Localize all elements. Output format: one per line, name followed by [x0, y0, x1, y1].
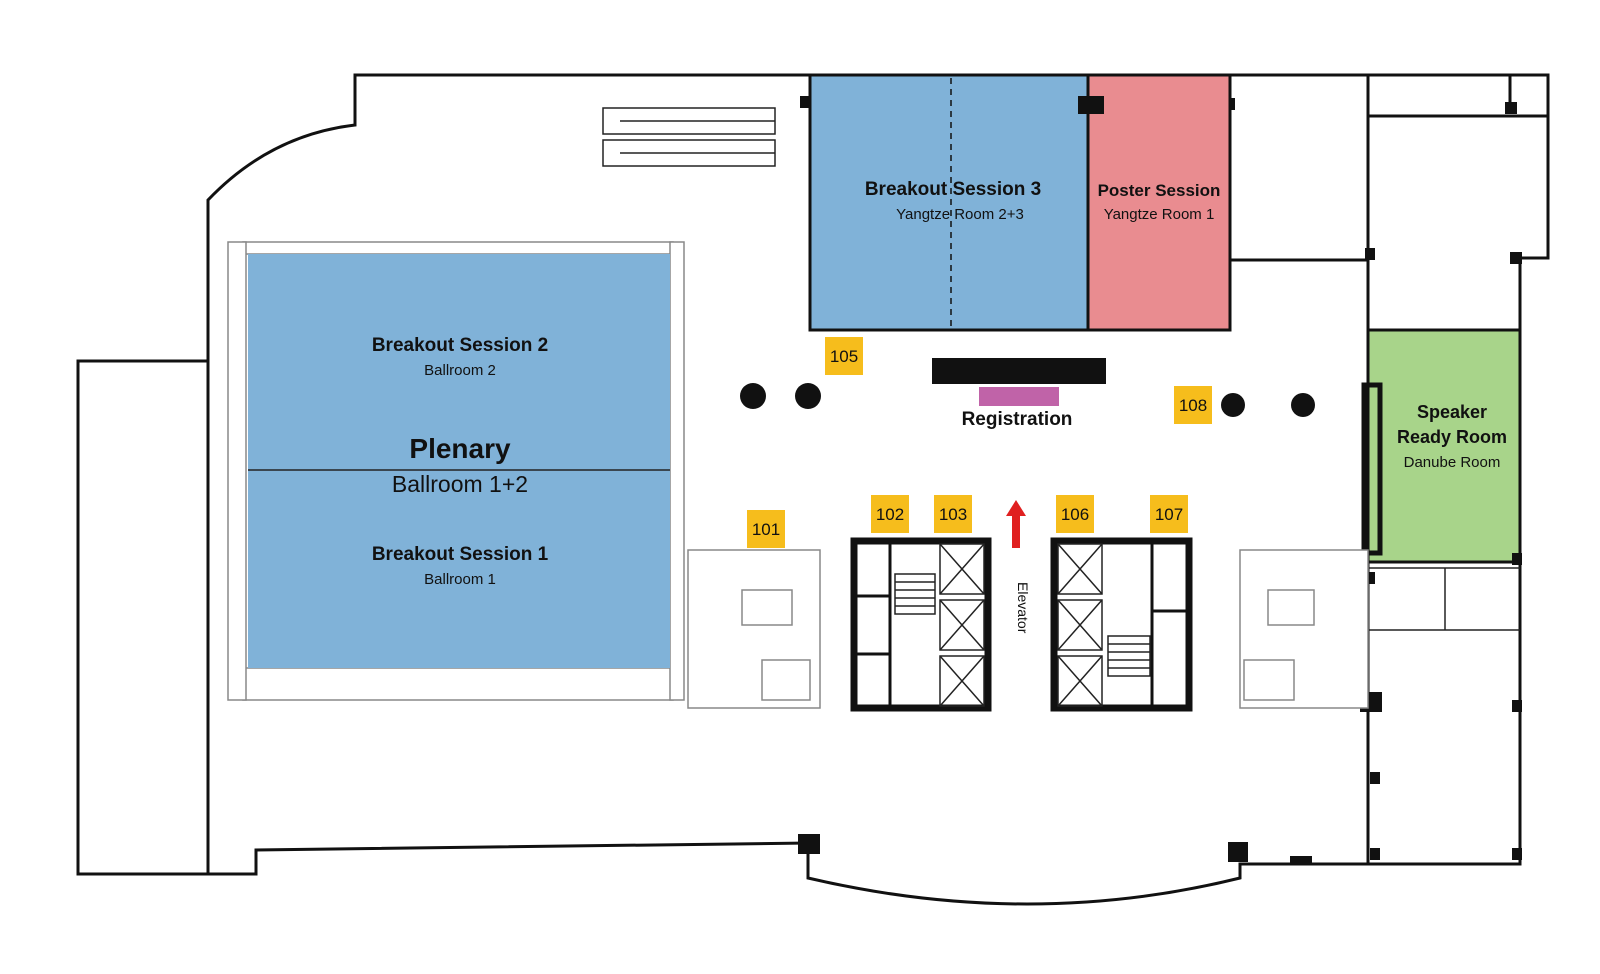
poster-session-title: Poster Session	[1098, 181, 1221, 200]
breakout-session-2-title: Breakout Session 2	[372, 335, 548, 356]
tag-107: 107	[1150, 495, 1188, 533]
breakout-session-2-room[interactable]	[248, 254, 670, 470]
yangtze-walls	[808, 73, 1232, 332]
svg-text:103: 103	[939, 505, 967, 524]
elevator-arrow-icon	[1006, 500, 1026, 548]
svg-text:108: 108	[1179, 396, 1207, 415]
svg-text:105: 105	[830, 347, 858, 366]
registration-label: Registration	[962, 409, 1073, 430]
tag-102: 102	[871, 495, 909, 533]
breakout-session-1-sub: Ballroom 1	[424, 571, 496, 588]
tag-105: 105	[825, 337, 863, 375]
svg-text:102: 102	[876, 505, 904, 524]
speaker-room-sub: Danube Room	[1404, 454, 1501, 471]
speaker-room-title-line1: Speaker	[1417, 402, 1487, 422]
registration-desk[interactable]	[932, 358, 1106, 406]
tag-106: 106	[1056, 495, 1094, 533]
tag-101: 101	[747, 510, 785, 548]
elevator-core-right	[1050, 537, 1193, 712]
breakout-session-3-sub: Yangtze Room 2+3	[896, 206, 1024, 223]
breakout-session-2-sub: Ballroom 2	[424, 362, 496, 379]
ballroom-block	[227, 241, 685, 701]
columns	[740, 383, 1315, 417]
poster-session-room[interactable]	[1088, 75, 1230, 330]
tag-103: 103	[934, 495, 972, 533]
plenary-title: Plenary	[409, 433, 511, 464]
plenary-sub: Ballroom 1+2	[392, 471, 528, 497]
speaker-room-walls	[1361, 328, 1522, 565]
tag-108: 108	[1174, 386, 1212, 424]
breakout-session-3-title: Breakout Session 3	[865, 179, 1041, 200]
elevator-core-left	[850, 537, 992, 712]
stair-grille	[602, 107, 776, 167]
svg-text:106: 106	[1061, 505, 1089, 524]
svg-text:107: 107	[1155, 505, 1183, 524]
speaker-room-title-line2: Ready Room	[1397, 427, 1507, 447]
restroom-left	[687, 549, 821, 709]
breakout-session-1-room[interactable]	[248, 470, 670, 668]
breakout-session-3-room[interactable]	[810, 75, 1088, 330]
elevator-label: Elevator	[1015, 582, 1031, 634]
restroom-right	[1239, 549, 1369, 709]
speaker-ready-room[interactable]	[1368, 330, 1520, 562]
poster-session-sub: Yangtze Room 1	[1104, 206, 1215, 223]
svg-text:101: 101	[752, 520, 780, 539]
breakout-session-1-title: Breakout Session 1	[372, 544, 549, 565]
